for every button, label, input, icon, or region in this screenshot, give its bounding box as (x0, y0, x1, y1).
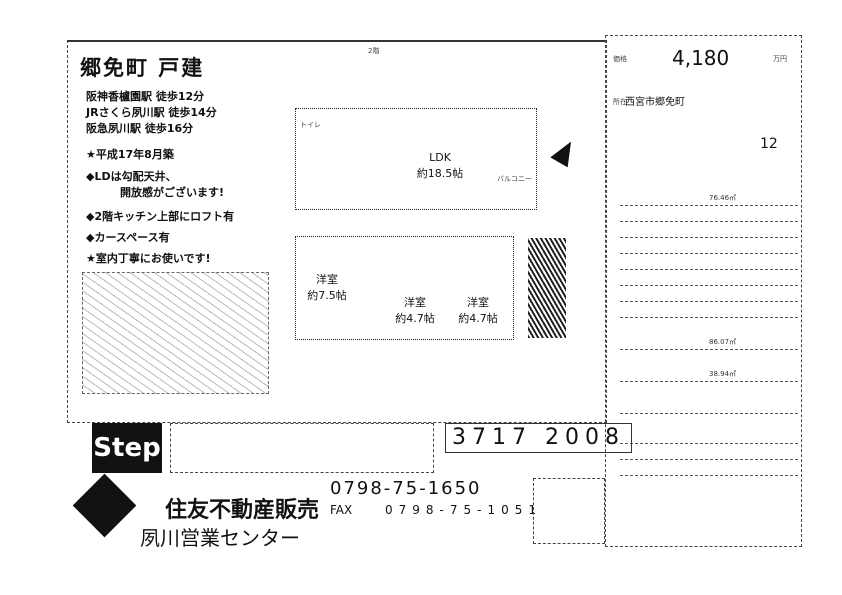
room-name: LDK (429, 151, 451, 164)
room-western-2: 洋室 約4.7帖 (385, 295, 445, 327)
land-area-row: 76.46㎡ (620, 192, 798, 206)
agent-info-table (170, 423, 434, 473)
info-row (620, 304, 798, 318)
room-western-3: 洋室 約4.7帖 (448, 295, 508, 327)
listing-title: 郷免町 戸建 (80, 56, 205, 80)
room-ldk: LDK 約18.5帖 (390, 150, 490, 182)
floorplan-upper (295, 108, 537, 210)
location-label: 所在 (613, 98, 627, 106)
info-row (620, 446, 798, 460)
room-size: 約7.5帖 (307, 289, 347, 302)
room-western-1: 洋室 約7.5帖 (292, 272, 362, 304)
price-label: 価格 (613, 55, 627, 63)
floor-label: 2階 (368, 47, 380, 55)
fax-label: FAX (330, 503, 353, 517)
info-row (620, 288, 798, 302)
building-area: 86.07㎡ (709, 338, 737, 346)
room-name: 洋室 (467, 296, 489, 309)
site-photo (528, 238, 566, 338)
store-map (533, 478, 605, 544)
info-row (620, 240, 798, 254)
phone-number[interactable]: 0798-75-1650 (330, 478, 482, 499)
info-row (620, 224, 798, 238)
balcony-label: バルコニー (497, 175, 532, 183)
info-row (620, 208, 798, 222)
area-map (82, 272, 269, 394)
step-logo: Step (92, 423, 162, 473)
access-line: JRさくら夙川駅 徒歩14分 (86, 106, 217, 119)
price-value: 4,180 (672, 46, 730, 70)
toilet-label: トイレ (300, 121, 321, 129)
feature-item: ◆LDは勾配天井、 (86, 170, 177, 183)
access-line: 阪神香櫨園駅 徒歩12分 (86, 90, 205, 103)
room-size: 約18.5帖 (416, 167, 464, 180)
floor-count: 12 (760, 136, 778, 152)
info-row (620, 400, 798, 414)
feature-item: 開放感がございます! (120, 186, 225, 199)
info-row (620, 430, 798, 444)
location-value: 西宮市郷免町 (625, 97, 685, 108)
room-name: 洋室 (404, 296, 426, 309)
fax-number: 0798-75-1051 (385, 503, 543, 517)
info-row (620, 272, 798, 286)
summary-panel (605, 35, 802, 547)
company-logo-icon (72, 473, 137, 538)
flyer-main-panel (67, 40, 607, 423)
feature-item: ◆カースペース有 (86, 231, 170, 244)
building-area-row: 86.07㎡ (620, 336, 798, 350)
floorplan-lower (295, 236, 514, 340)
feature-item: ★平成17年8月築 (86, 148, 174, 161)
feature-item: ◆2階キッチン上部にロフト有 (86, 210, 235, 223)
company-name: 住友不動産販売 (165, 498, 320, 523)
info-row (620, 256, 798, 270)
first-floor-area: 38.94㎡ (709, 370, 737, 378)
room-size: 約4.7帖 (458, 312, 498, 325)
first-floor-area-row: 38.94㎡ (620, 368, 798, 382)
info-row (620, 462, 798, 476)
branch-name: 夙川営業センター (140, 526, 300, 550)
room-size: 約4.7帖 (395, 312, 435, 325)
room-name: 洋室 (316, 273, 338, 286)
feature-item: ★室内丁寧にお使いです! (86, 252, 211, 265)
land-area: 76.46㎡ (709, 194, 737, 202)
listing-number: 3717 2008 (445, 423, 632, 453)
access-line: 阪急夙川駅 徒歩16分 (86, 122, 194, 135)
price-unit: 万円 (773, 55, 787, 63)
